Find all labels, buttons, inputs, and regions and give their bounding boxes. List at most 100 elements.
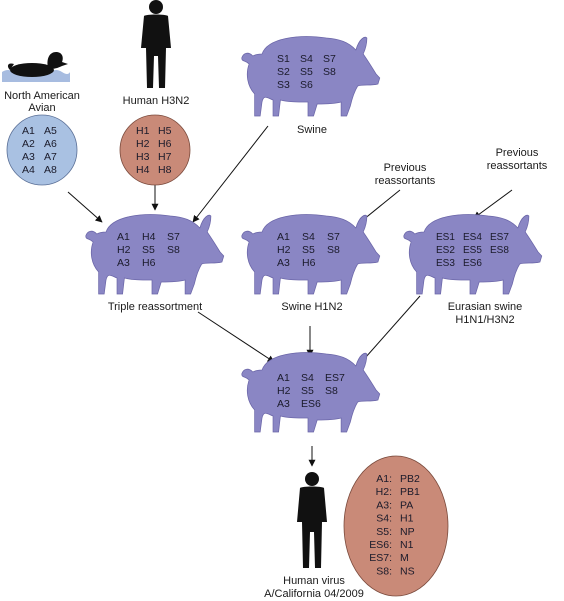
segment-label: H5	[158, 125, 172, 137]
segment-label: S8	[323, 66, 336, 78]
segment-label: S4	[300, 53, 313, 65]
duck-silhouette-icon	[7, 52, 68, 77]
gene-name: PB1	[400, 486, 420, 498]
segment-code: A3:	[376, 499, 392, 511]
segment-label: H8	[158, 164, 172, 176]
segment-label: H3	[136, 151, 150, 163]
segment-label: S8	[325, 385, 338, 397]
segment-label: S5	[142, 244, 155, 256]
segment-code: ES7:	[369, 552, 392, 564]
gene-name: PA	[400, 499, 413, 511]
gene-name: PB2	[400, 473, 420, 485]
segment-label: H1	[136, 125, 150, 137]
gene-name: NP	[400, 526, 415, 538]
segment-label: ES6	[463, 258, 482, 269]
human-virus-segment-ellipse	[343, 455, 449, 597]
segment-label: H4	[136, 164, 150, 176]
segment-code: ES6:	[369, 539, 392, 551]
human-silhouette-icon	[297, 472, 327, 568]
triple-label: Triple reassortment	[108, 301, 202, 313]
arrow-eurasian-to-final	[357, 295, 421, 367]
segment-label: S3	[277, 79, 290, 91]
segment-label: A1	[277, 372, 290, 384]
h1n2-note-line2: reassortants	[375, 175, 436, 187]
segment-label: S8	[167, 244, 180, 256]
arrow-avian-to-triple	[67, 191, 103, 223]
gene-name: M	[400, 552, 409, 564]
segment-label: A8	[44, 164, 57, 176]
gene-name: H1	[400, 513, 414, 525]
arrows	[67, 125, 513, 467]
segment-label: H7	[158, 151, 172, 163]
segment-label: S7	[327, 231, 340, 243]
eurasian-label-line2: H1N1/H3N2	[455, 314, 514, 326]
h1n2-note-line1: Previous	[384, 162, 427, 174]
human-virus-label-line1: Human virus	[283, 575, 345, 587]
segment-label: H2	[277, 385, 291, 397]
segment-label: A1	[277, 231, 290, 243]
human-virus-label-line2: A/California 04/2009	[264, 588, 364, 600]
h1n2-label: Swine H1N2	[281, 301, 342, 313]
segment-label: ES4	[463, 232, 482, 243]
segment-label: A3	[277, 398, 290, 410]
segment-label: H4	[142, 231, 156, 243]
arrow-previous-to-eurasian	[473, 189, 513, 219]
segment-label: A3	[277, 257, 290, 269]
eurasian-note-line1: Previous	[496, 147, 539, 159]
segment-label: S5	[301, 385, 314, 397]
avian-label-line2: Avian	[28, 102, 55, 114]
eurasian-note-line2: reassortants	[487, 160, 548, 172]
segment-label: ES3	[436, 258, 455, 269]
gene-name: NS	[400, 565, 415, 577]
segment-label: H2	[136, 138, 150, 150]
segment-code: S8:	[376, 565, 392, 577]
segment-code: H2:	[376, 486, 392, 498]
swine-label: Swine	[297, 124, 327, 136]
avian-segment-circle	[6, 114, 78, 186]
gene-name: N1	[400, 539, 414, 551]
segment-label: A4	[22, 164, 35, 176]
segment-label: H6	[158, 138, 172, 150]
arrow-swine-to-triple	[192, 125, 269, 223]
segment-label: A1	[117, 231, 130, 243]
segment-label: S7	[323, 53, 336, 65]
segment-label: ES7	[490, 232, 509, 243]
segment-label: ES5	[463, 245, 482, 256]
segment-label: S2	[277, 66, 290, 78]
segment-code: A1:	[376, 473, 392, 485]
segment-label: H6	[142, 257, 156, 269]
segment-label: ES7	[325, 372, 345, 384]
segment-label: S5	[300, 66, 313, 78]
segment-code: S5:	[376, 526, 392, 538]
segment-label: S4	[301, 372, 314, 384]
segment-label: A1	[22, 125, 35, 137]
human-silhouette-icon	[141, 0, 171, 88]
segment-label: A6	[44, 138, 57, 150]
segment-label: S6	[300, 79, 313, 91]
human-h3n2-label: Human H3N2	[123, 95, 190, 107]
segment-label: S7	[167, 231, 180, 243]
segment-label: H6	[302, 257, 316, 269]
segment-label: A7	[44, 151, 57, 163]
segment-code: S4:	[376, 513, 392, 525]
segment-label: ES2	[436, 245, 455, 256]
avian-label-line1: North American	[4, 90, 80, 102]
segment-label: A5	[44, 125, 57, 137]
segment-label: H2	[117, 244, 131, 256]
arrow-triple-to-final	[197, 311, 275, 363]
